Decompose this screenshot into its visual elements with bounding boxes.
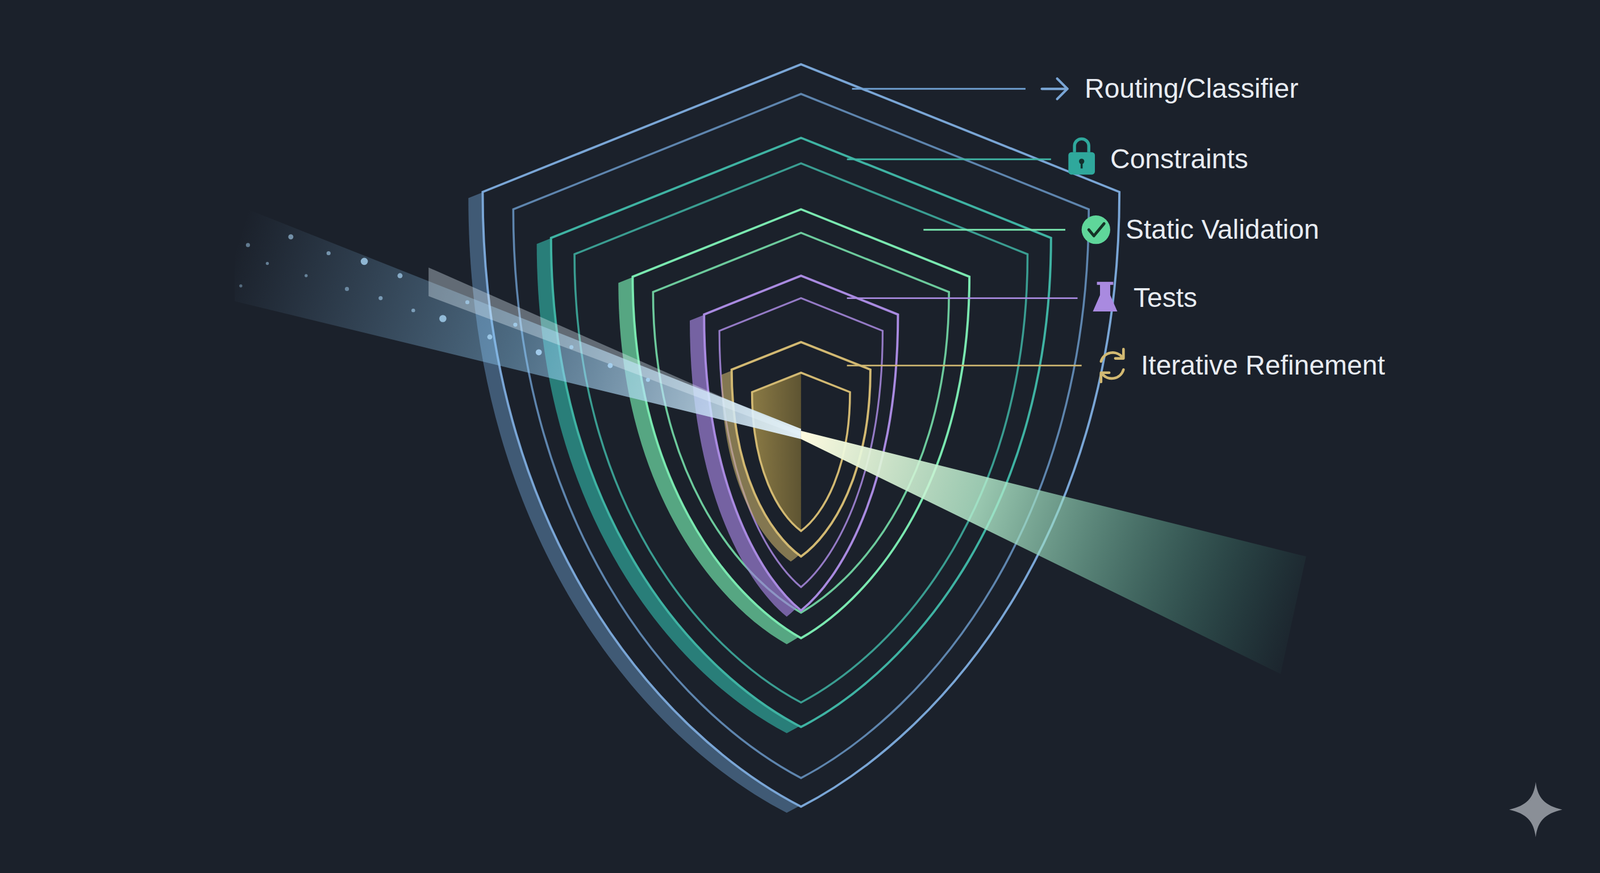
shield-layer-line (719, 298, 883, 587)
leader-line (923, 228, 1066, 231)
layer-label: Tests (1133, 281, 1198, 314)
refresh-icon (1101, 348, 1124, 382)
beam-particles (239, 234, 650, 382)
shield-core-half (752, 372, 802, 531)
layer-label: Constraints (1110, 143, 1249, 175)
shield-layer (632, 209, 970, 639)
label-row: Routing/Classifier (1084, 72, 1299, 105)
incoming-beam-core (428, 267, 802, 436)
label-row: Iterative Refinement (1140, 349, 1386, 382)
layer-label: Routing/Classifier (1084, 72, 1299, 105)
check-icon (1081, 215, 1111, 244)
label-row: Constraints (1110, 143, 1249, 175)
layer-label: Static Validation (1125, 213, 1320, 246)
leader-line (847, 297, 1078, 299)
arrow-icon (1042, 78, 1068, 99)
flask-icon (1092, 281, 1118, 312)
outgoing-beam (801, 430, 1307, 674)
leader-line (847, 158, 1052, 161)
label-row: Static Validation (1125, 213, 1320, 246)
leader-line (852, 88, 1026, 90)
sparkle-watermark (1509, 781, 1562, 837)
shield-layer (703, 275, 898, 611)
lock-icon (1068, 138, 1095, 175)
label-row: Tests (1133, 281, 1198, 314)
leader-line (847, 364, 1082, 367)
incoming-beam (234, 203, 802, 439)
layer-label: Iterative Refinement (1140, 349, 1386, 382)
